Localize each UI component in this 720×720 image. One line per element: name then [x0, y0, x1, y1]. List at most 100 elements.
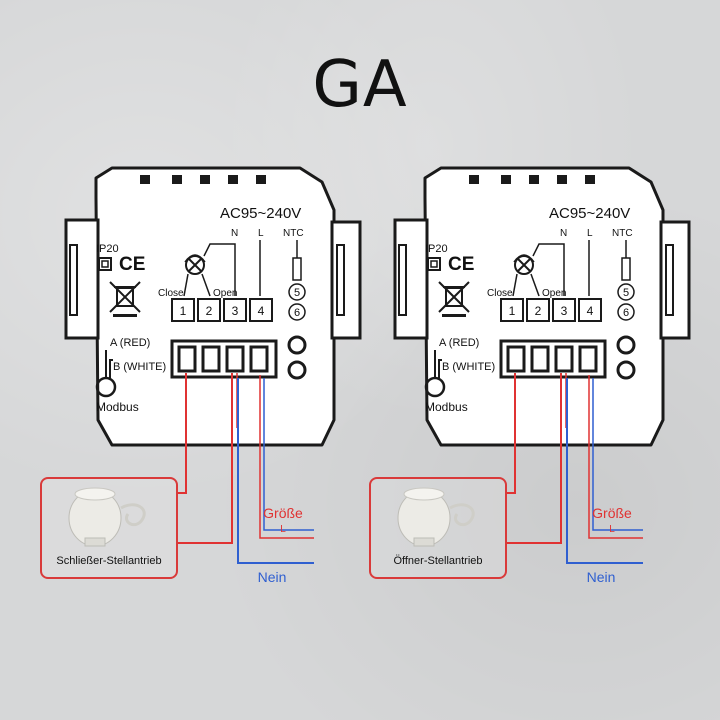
bin-bar	[442, 314, 466, 317]
actuator-base	[413, 537, 435, 547]
terminal-2	[526, 298, 550, 322]
terminal-label: 4	[587, 304, 594, 318]
valve-wire-n	[203, 243, 236, 296]
top-notch	[256, 175, 266, 184]
actuator-cable	[449, 503, 475, 527]
valve-icon-arc	[184, 254, 206, 263]
terminal-slot	[506, 345, 526, 373]
neutral-wire	[566, 378, 643, 564]
valve-icon-cross	[187, 257, 203, 273]
terminal-1	[171, 298, 195, 322]
open-label: Open	[213, 288, 237, 299]
top-notch	[585, 175, 595, 184]
bin-cross-b	[438, 281, 470, 313]
terminal-label: 1	[509, 304, 516, 318]
live-sub-label: L	[280, 524, 286, 535]
actuator-label: Öffner-Stellantrieb	[393, 555, 482, 567]
double-insulation-inner	[101, 260, 109, 268]
terminal-slot	[249, 345, 269, 373]
terminal-slot	[578, 345, 598, 373]
top-notch	[140, 175, 150, 184]
ntc-terminal-6	[617, 303, 635, 321]
actuator-top	[403, 487, 445, 501]
terminal-1	[500, 298, 524, 322]
live-wire	[259, 375, 314, 539]
bin-bar	[113, 314, 137, 317]
screw-hole	[616, 335, 636, 355]
terminal-label: 4	[258, 304, 265, 318]
live-label: Größe	[592, 505, 632, 521]
l-label: L	[258, 228, 264, 239]
ip-label: IP20	[96, 243, 119, 255]
ntc-probe	[621, 257, 631, 281]
neutral-wire	[592, 378, 643, 531]
terminal-4	[249, 298, 273, 322]
terminal-label: 1	[180, 304, 187, 318]
top-notch	[469, 175, 479, 184]
voltage-label: AC95~240V	[220, 205, 301, 222]
neutral-wire	[263, 378, 314, 531]
terminal-label: 3	[561, 304, 568, 318]
valve-wire-n	[532, 243, 565, 296]
ntc-label: NTC	[612, 228, 633, 239]
modbus-port-icon	[95, 376, 117, 398]
weee-bin-icon	[109, 281, 141, 317]
screw-hole	[616, 360, 636, 380]
ntc-label: NTC	[283, 228, 304, 239]
live-label: Größe	[263, 505, 303, 521]
ce-mark: CE	[119, 254, 145, 275]
page-title: GA	[312, 48, 408, 122]
neutral-label: Nein	[258, 569, 287, 585]
ntc-probe	[292, 257, 302, 281]
b-white-label: B (WHITE)	[442, 361, 495, 373]
valve-icon	[185, 255, 205, 275]
l-label: L	[587, 228, 593, 239]
terminal-2	[197, 298, 221, 322]
modbus-port-icon	[424, 376, 446, 398]
terminal-slot	[530, 345, 550, 373]
neutral-wire	[237, 378, 314, 564]
terminal-label: 2	[535, 304, 542, 318]
double-insulation-icon	[98, 257, 112, 271]
terminal-label: 3	[232, 304, 239, 318]
double-insulation-inner	[430, 260, 438, 268]
actuator-image	[68, 487, 146, 547]
terminal-slot	[225, 345, 245, 373]
top-notch	[501, 175, 511, 184]
valve-wire	[530, 273, 540, 297]
weee-bin-icon	[438, 281, 470, 317]
voltage-label: AC95~240V	[549, 205, 630, 222]
close-label: Close	[158, 288, 184, 299]
a-red-label: A (RED)	[439, 337, 479, 349]
n-label: N	[560, 228, 567, 239]
actuator-image	[397, 487, 475, 547]
valve-wire	[512, 273, 518, 297]
double-insulation-icon	[427, 257, 441, 271]
close-label: Close	[487, 288, 513, 299]
ce-mark: CE	[448, 254, 474, 275]
modbus-wire	[109, 359, 113, 378]
right-ear	[330, 220, 362, 340]
actuator-top	[74, 487, 116, 501]
right-slot	[665, 244, 674, 316]
ntc-terminal-label: 5	[623, 287, 629, 299]
terminal-slot	[201, 345, 221, 373]
top-notch	[172, 175, 182, 184]
screw-hole	[287, 335, 307, 355]
n-label: N	[231, 228, 238, 239]
terminal-3	[223, 298, 247, 322]
ntc-terminal-5	[288, 283, 306, 301]
screw-hole	[287, 360, 307, 380]
top-notch	[200, 175, 210, 184]
ntc-terminal-label: 6	[623, 307, 629, 319]
terminal-label: 2	[206, 304, 213, 318]
ntc-terminal-label: 6	[294, 307, 300, 319]
a-red-label: A (RED)	[110, 337, 150, 349]
modbus-label: Modbus	[96, 400, 139, 414]
live-wire	[507, 373, 516, 494]
left-ear	[64, 218, 100, 340]
live-sub-label: L	[609, 524, 615, 535]
ntc-terminal-label: 5	[294, 287, 300, 299]
valve-wire	[201, 273, 211, 297]
terminal-4	[578, 298, 602, 322]
